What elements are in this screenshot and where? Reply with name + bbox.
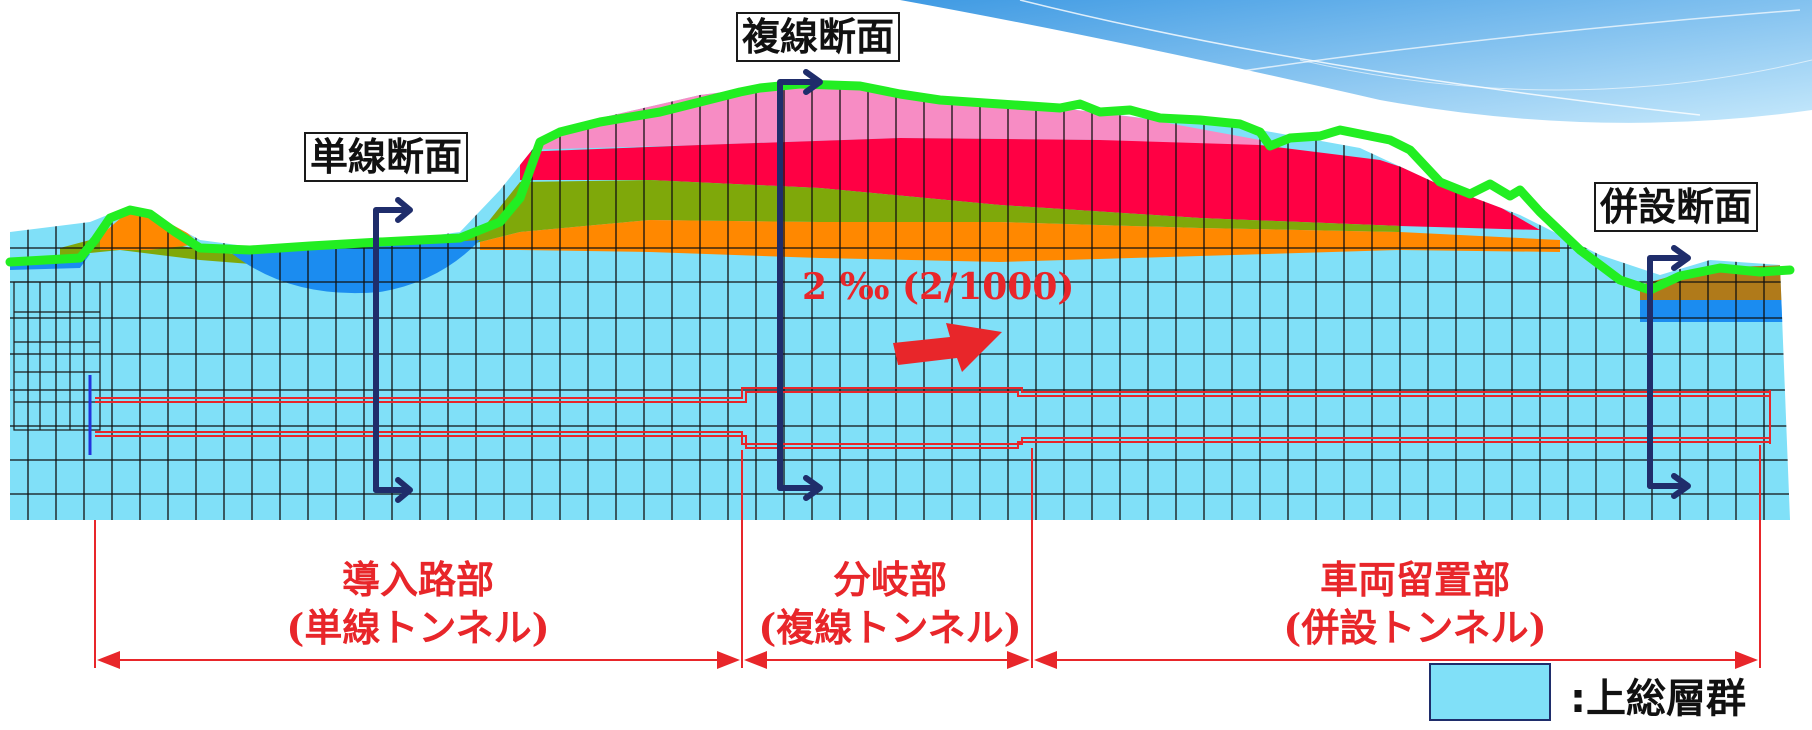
gradient-label: 2 ‰ (2/1000) (802, 266, 1075, 308)
right-blue-layer (1640, 300, 1790, 322)
parallel-section-marker (1647, 245, 1691, 499)
parallel-section-label: 併設断面 (1594, 182, 1759, 232)
double-track-section-marker (777, 69, 823, 501)
zone-storage-sub: (併設トンネル) (1283, 605, 1547, 650)
single-track-section-marker (373, 197, 413, 503)
red-soil-layer (520, 138, 1540, 230)
gradient-direction-arrow (893, 323, 1002, 372)
orange-soil-layer (100, 210, 1560, 262)
single-track-section-label: 単線断面 (304, 132, 469, 182)
zone-dimension-arrowheads (97, 651, 1758, 669)
zone-storage-title: 車両留置部 (併設トンネル) (1225, 556, 1605, 652)
zone-branch-sub: (複線トンネル) (758, 605, 1022, 650)
left-structure (13, 281, 101, 455)
zone-dimension-lines (94, 445, 1761, 668)
blue-soil-lens (230, 240, 480, 294)
zone-introduction-sub: (単線トンネル) (286, 605, 550, 650)
zone-branch-title: 分岐部 (複線トンネル) (745, 556, 1035, 652)
zone-branch-name: 分岐部 (832, 557, 947, 602)
double-track-section-label: 複線断面 (736, 12, 901, 62)
zone-introduction-title: 導入路部 (単線トンネル) (228, 556, 608, 652)
legend-label: :上総層群 (1570, 676, 1746, 722)
decorative-sky-swoosh (900, 0, 1812, 123)
tunnel-outline (95, 387, 1771, 449)
zone-introduction-name: 導入路部 (341, 557, 494, 602)
legend-swatch (1429, 663, 1551, 721)
olive-soil-layer (60, 180, 1400, 268)
ground-surface-line (5, 79, 1795, 295)
zone-storage-name: 車両留置部 (1319, 557, 1510, 602)
